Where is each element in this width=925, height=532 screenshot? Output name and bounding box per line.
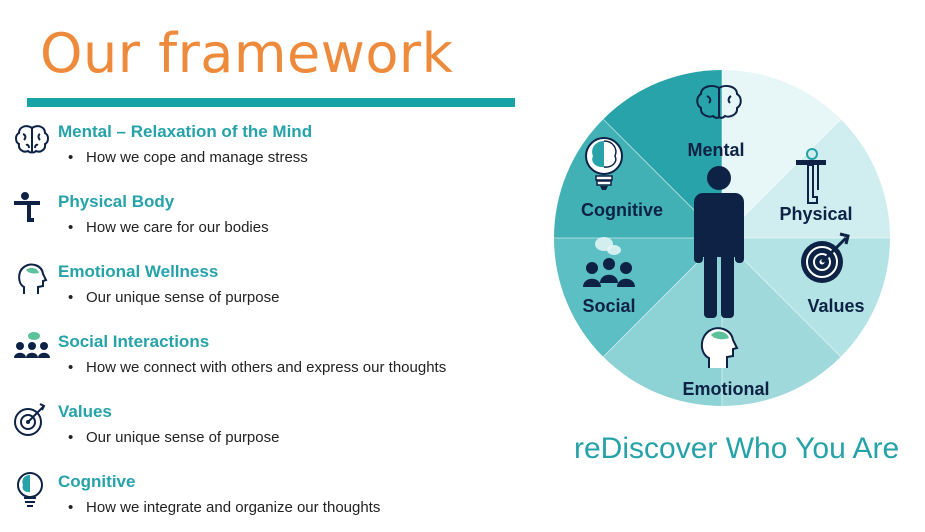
wheel-head-profile-icon	[700, 327, 739, 368]
person-icon	[694, 166, 744, 318]
item-bullet: •Our unique sense of purpose	[68, 289, 280, 306]
framework-item-social: Social Interactions •How we connect with…	[0, 332, 520, 392]
group-chat-icon	[14, 332, 50, 358]
framework-item-values: Values •Our unique sense of purpose	[0, 402, 520, 462]
framework-item-cognitive: Cognitive •How we integrate and organize…	[0, 472, 520, 532]
wheel-sector-top-right	[722, 70, 841, 238]
item-bullet: •How we connect with others and express …	[68, 359, 447, 376]
item-heading: Mental – Relaxation of the Mind	[58, 122, 313, 141]
wheel-stretching-icon	[796, 148, 826, 204]
brain-icon	[15, 125, 49, 154]
wheel-label-mental: Mental	[687, 140, 744, 160]
framework-item-emotional: Emotional Wellness •Our unique sense of …	[0, 262, 520, 322]
item-heading: Social Interactions	[58, 332, 210, 351]
wheel-label-physical: Physical	[779, 204, 852, 224]
wheel-lightbulb-brain-icon	[585, 137, 623, 190]
wheel-label-emotional: Emotional	[682, 379, 769, 399]
title-underline	[27, 98, 515, 107]
item-heading: Physical Body	[58, 192, 175, 211]
item-bullet: •Our unique sense of purpose	[68, 429, 280, 446]
item-bullet: •How we cope and manage stress	[68, 149, 308, 166]
wheel-label-cognitive: Cognitive	[581, 200, 663, 220]
item-heading: Cognitive	[58, 472, 136, 491]
item-heading: Emotional Wellness	[58, 262, 219, 281]
wheel-target-icon	[801, 232, 850, 283]
item-bullet: •How we care for our bodies	[68, 219, 269, 236]
framework-item-physical: Physical Body •How we care for our bodie…	[0, 192, 520, 252]
wheel-label-social: Social	[582, 296, 635, 316]
item-bullet: •How we integrate and organize our thoug…	[68, 499, 381, 516]
target-icon	[14, 403, 46, 436]
wheel-sector-top-left	[603, 70, 722, 238]
wheel-label-values: Values	[807, 296, 864, 316]
wheel-sector-right-lower	[722, 238, 890, 357]
page-title: Our framework	[40, 22, 454, 85]
wheel-sector-right-upper	[722, 119, 890, 238]
wheel-sector-bottom-right	[722, 238, 841, 406]
lightbulb-brain-icon	[17, 472, 43, 507]
stretching-person-icon	[14, 192, 40, 222]
framework-item-mental: Mental – Relaxation of the Mind •How we …	[0, 122, 520, 182]
wheel-brain-icon	[696, 85, 742, 119]
wheel-group-chat-icon	[583, 237, 635, 287]
item-heading: Values	[58, 402, 112, 421]
head-profile-icon	[18, 263, 48, 294]
wheel-sector-bottom-left	[603, 238, 722, 406]
tagline: reDiscover Who You Are	[574, 432, 900, 465]
